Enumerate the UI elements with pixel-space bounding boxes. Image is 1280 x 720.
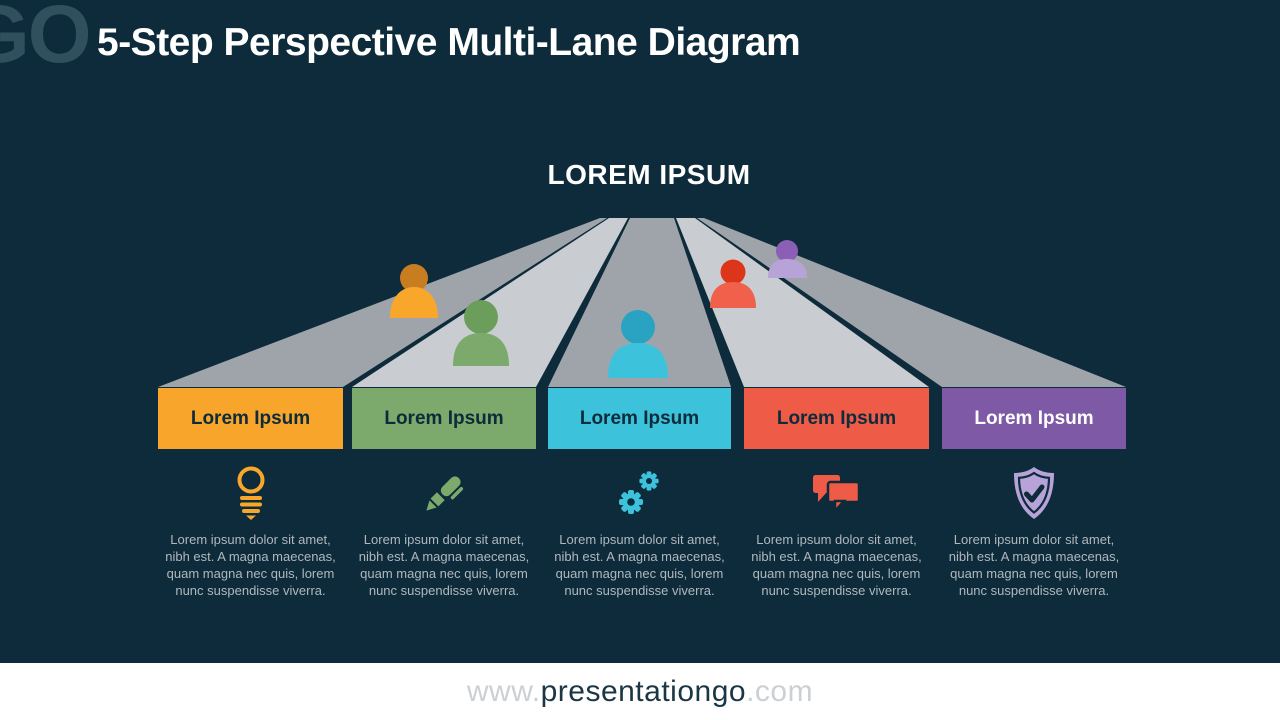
step-description: Lorem ipsum dolor sit amet, nibh est. A … bbox=[358, 532, 530, 598]
step-label-box: Lorem Ipsum bbox=[744, 388, 929, 449]
step-description: Lorem ipsum dolor sit amet, nibh est. A … bbox=[165, 532, 336, 598]
step-description: Lorem ipsum dolor sit amet, nibh est. A … bbox=[751, 532, 922, 598]
step-label: Lorem Ipsum bbox=[776, 407, 897, 429]
page-title: 5-Step Perspective Multi-Lane Diagram bbox=[97, 21, 801, 64]
lane-2 bbox=[352, 218, 628, 387]
brand-watermark: GO bbox=[0, 0, 92, 80]
step-label: Lorem Ipsum bbox=[579, 407, 700, 429]
gears-icon bbox=[548, 466, 731, 520]
lightbulb-icon bbox=[158, 466, 343, 520]
step-label-box: Lorem Ipsum bbox=[352, 388, 536, 449]
step-column-5: Lorem Ipsum Lorem ipsum dolor sit amet, … bbox=[942, 388, 1126, 618]
shield-check-icon bbox=[942, 466, 1126, 520]
footer-url-prefix: www. bbox=[466, 674, 541, 708]
step-column-1: Lorem Ipsum Lorem ipsum dolor sit amet, … bbox=[158, 388, 343, 618]
pen-icon bbox=[352, 466, 536, 520]
step-label: Lorem Ipsum bbox=[974, 407, 1094, 429]
lane-4 bbox=[676, 218, 929, 387]
footer-bar: www.presentationgo.com bbox=[0, 663, 1280, 720]
footer-url-suffix: .com bbox=[746, 674, 814, 708]
lane-3 bbox=[548, 218, 731, 387]
lane-5 bbox=[697, 218, 1126, 387]
footer-brand: presentationgo bbox=[540, 674, 747, 708]
step-label: Lorem Ipsum bbox=[190, 407, 311, 429]
step-description: Lorem ipsum dolor sit amet, nibh est. A … bbox=[554, 532, 725, 598]
person-figure-lane2 bbox=[453, 300, 509, 366]
step-description: Lorem ipsum dolor sit amet, nibh est. A … bbox=[948, 532, 1120, 598]
step-column-3: Lorem Ipsum bbox=[548, 388, 731, 618]
lane-1 bbox=[158, 218, 607, 387]
chat-bubbles-icon bbox=[744, 466, 929, 520]
step-column-4: Lorem Ipsum Lorem ipsum dolor sit amet, … bbox=[744, 388, 929, 618]
step-label-box: Lorem Ipsum bbox=[158, 388, 343, 449]
step-label-box: Lorem Ipsum bbox=[942, 388, 1126, 449]
person-figure-lane3 bbox=[608, 310, 668, 378]
step-label-box: Lorem Ipsum bbox=[548, 388, 731, 449]
person-figure-lane1 bbox=[390, 264, 438, 318]
step-column-2: Lorem Ipsum Lorem ipsum dolor sit amet, … bbox=[352, 388, 536, 618]
person-figure-lane4 bbox=[710, 259, 756, 308]
person-figure-lane5 bbox=[768, 240, 807, 278]
diagram-heading: LOREM IPSUM bbox=[547, 159, 751, 190]
step-label: Lorem Ipsum bbox=[384, 407, 504, 429]
